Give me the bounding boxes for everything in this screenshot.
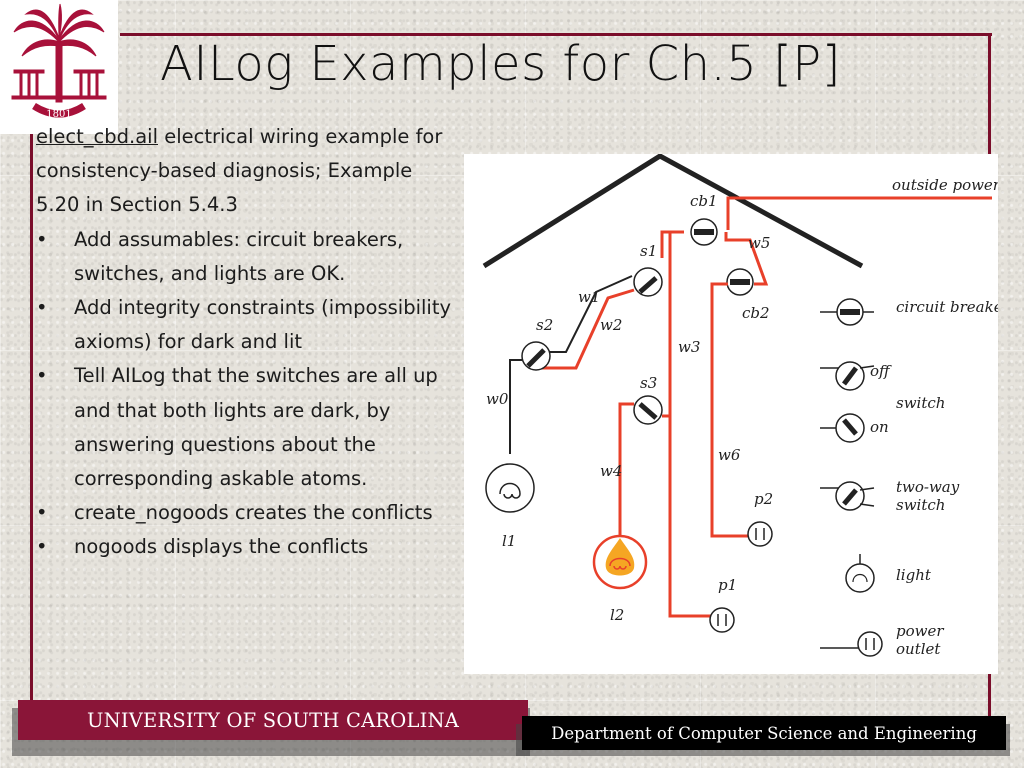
wiring-diagram: outside power cb1 s1 w1 w2 s2 w0 l1 w3 (464, 154, 998, 674)
power-outlet-p1 (709, 607, 735, 633)
legend-switch-label: switch (896, 394, 945, 412)
legend-two-way-label: two-way (896, 478, 960, 496)
file-link[interactable]: elect_cbd.ail (36, 125, 158, 148)
bullet-icon: • (36, 296, 48, 320)
wire-w4 (618, 402, 634, 536)
w0-label: w0 (486, 390, 509, 408)
light-l1 (485, 463, 535, 513)
wiring-diagram-svg: outside power cb1 s1 w1 w2 s2 w0 l1 w3 (482, 154, 998, 658)
wire-w2 (536, 288, 635, 370)
outside-power-label: outside power (892, 176, 998, 194)
logo-year: 1801 (46, 109, 71, 120)
footer-university: UNIVERSITY OF SOUTH CAROLINA (18, 700, 528, 740)
frame-top-rule (120, 33, 992, 36)
list-item: • Add assumables: circuit breakers, switc… (36, 223, 461, 291)
bullet-list: • Add assumables: circuit breakers, switc… (36, 223, 461, 565)
p1-label: p1 (718, 576, 737, 594)
legend-power-label: power (896, 622, 944, 640)
list-item-text: Tell AILog that the switches are all up … (74, 364, 438, 491)
w4-label: w4 (600, 462, 622, 480)
legend-light-icon (845, 563, 875, 593)
l2-label: l2 (610, 606, 624, 624)
w3-label: w3 (678, 338, 700, 356)
bullet-icon: • (36, 501, 48, 525)
w1-label: w1 (578, 288, 600, 306)
wire-cb1-to-s1 (660, 230, 684, 258)
list-item: • Add integrity constraints (impossibilit… (36, 291, 461, 359)
wire-w3 (668, 230, 718, 620)
power-outlet-p2 (747, 521, 773, 547)
list-item: • nogoods displays the conflicts (36, 530, 461, 564)
list-item-text: nogoods displays the conflicts (74, 535, 369, 559)
bullet-icon: • (36, 364, 48, 388)
wire-w5 (724, 232, 769, 286)
legend-power-outlet-icon (857, 631, 883, 657)
cb1-label: cb1 (690, 192, 718, 210)
s1-label: s1 (640, 242, 657, 260)
footer-department: Department of Computer Science and Engin… (522, 716, 1006, 750)
bullet-icon: • (36, 535, 48, 559)
legend-outlet-label: outlet (896, 640, 941, 658)
s2-label: s2 (536, 316, 553, 334)
list-item-text: create_nogoods creates the conflicts (74, 501, 433, 525)
slide-body: elect_cbd.ail electrical wiring example … (36, 120, 461, 565)
legend-off-label: off (870, 362, 892, 380)
slide-title: AILog Examples for Ch.5 [P] (160, 36, 841, 92)
house-roof (482, 154, 864, 269)
legend-two-way-switch-label: switch (896, 496, 945, 514)
wire-w6 (710, 282, 754, 538)
outside-power-wire (726, 196, 992, 230)
intro-paragraph: elect_cbd.ail electrical wiring example … (36, 120, 461, 223)
legend-on-label: on (870, 418, 889, 436)
w2-label: w2 (600, 316, 622, 334)
s3-label: s3 (640, 374, 657, 392)
list-item: • create_nogoods creates the conflicts (36, 496, 461, 530)
bullet-icon: • (36, 227, 48, 251)
w6-label: w6 (718, 446, 741, 464)
cb2-label: cb2 (742, 304, 770, 322)
frame-left-rule (30, 124, 33, 714)
palmetto-seal-icon: 1801 (11, 3, 107, 120)
list-item-text: Add integrity constraints (impossibility… (74, 296, 452, 354)
wire-w0 (509, 359, 522, 454)
intro-text: electrical wiring example for consistenc… (36, 125, 443, 217)
p2-label: p2 (754, 490, 773, 508)
w5-label: w5 (748, 234, 770, 252)
list-item: • Tell AILog that the switches are all up… (36, 359, 461, 496)
l1-label: l1 (502, 532, 516, 550)
university-logo: 1801 (0, 0, 118, 134)
legend-light-label: light (896, 566, 932, 584)
diagram-legend: circuit breaker off switch on two-way sw… (820, 298, 998, 658)
list-item-text: Add assumables: circuit breakers, switch… (74, 227, 404, 285)
legend-circuit-breaker-label: circuit breaker (896, 298, 998, 316)
